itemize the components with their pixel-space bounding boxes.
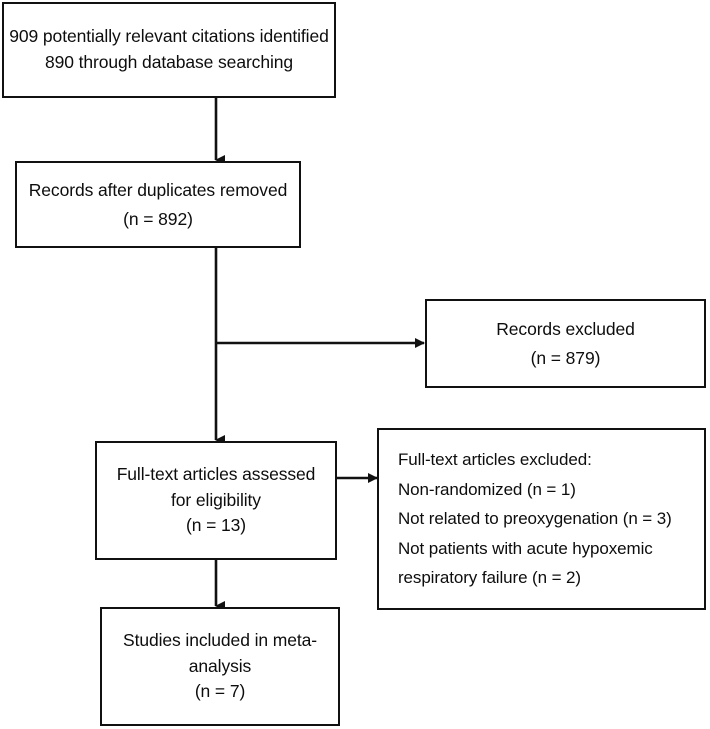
records-excluded-count: (n = 879) <box>530 347 601 368</box>
identification-line-1: 909 potentially relevant citations ident… <box>9 26 329 47</box>
fulltext-assessed-count: (n = 13) <box>186 515 246 536</box>
deduplicated-line-1: Records after duplicates removed <box>28 180 288 201</box>
records-excluded-label: Records excluded <box>496 319 635 340</box>
identification-box: 909 potentially relevant citations ident… <box>2 2 336 98</box>
fulltext-excluded-reason-not-patients-line-1: Not patients with acute hypoxemic <box>398 538 653 558</box>
fulltext-excluded-reason-not-related: Not related to preoxygenation (n = 3) <box>398 509 672 529</box>
full-text-articles-assessed-box: Full-text articles assessed for eligibil… <box>95 441 337 560</box>
identification-line-2: 890 through database searching <box>44 52 294 72</box>
fulltext-assessed-line-2: for eligibility <box>171 489 261 510</box>
fulltext-excluded-heading: Full-text articles excluded: <box>398 450 592 470</box>
records-after-duplicates-removed-box: Records after duplicates removed (n = 89… <box>15 161 301 248</box>
fulltext-assessed-line-1: Full-text articles assessed <box>116 463 316 484</box>
records-excluded-box: Records excluded (n = 879) <box>425 299 706 388</box>
fulltext-excluded-reason-non-randomized: Non-randomized (n = 1) <box>398 479 576 499</box>
fulltext-excluded-reason-not-patients-line-2: respiratory failure (n = 2) <box>398 568 581 588</box>
included-line-2: analysis <box>188 655 252 676</box>
included-count: (n = 7) <box>194 681 246 702</box>
full-text-articles-excluded-box: Full-text articles excluded: Non-randomi… <box>377 428 706 610</box>
included-line-1: Studies included in meta- <box>123 629 317 650</box>
studies-included-box: Studies included in meta- analysis (n = … <box>100 607 340 726</box>
deduplicated-count: (n = 892) <box>123 208 193 229</box>
